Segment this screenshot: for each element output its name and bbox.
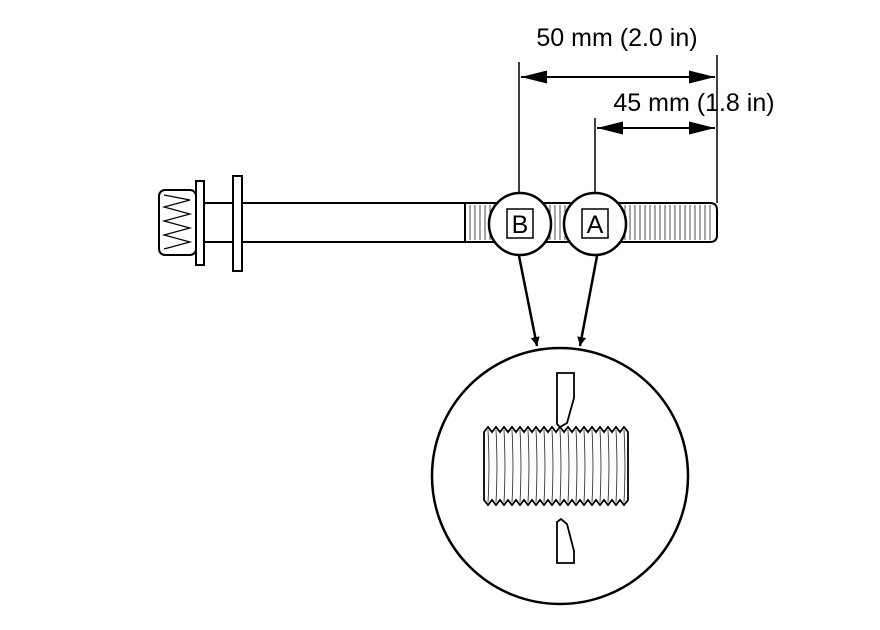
leader-arrow-b [517, 255, 540, 347]
dimension-inner: 45 mm (1.8 in) [594, 89, 775, 200]
magnified-thread-line [495, 429, 498, 503]
magnified-thread-line [559, 429, 562, 503]
magnified-thread-line [527, 429, 530, 503]
magnified-thread-line [591, 429, 594, 503]
point-b-box [506, 208, 534, 239]
washer [232, 175, 243, 272]
magnified-thread-line [615, 429, 618, 503]
point-a-label: A [587, 211, 604, 239]
dimension-outer-label: 50 mm (2.0 in) [536, 24, 697, 52]
bolt-shank [242, 202, 465, 243]
magnified-thread-rod [483, 425, 629, 507]
bolt-head-serrations [161, 194, 193, 250]
magnified-thread-line [607, 429, 610, 503]
gauge-upper [556, 372, 575, 429]
bolt [158, 175, 718, 272]
point-b-marker: B [487, 191, 553, 257]
gauge-lower [556, 517, 575, 564]
magnified-thread-line [535, 429, 538, 503]
magnified-thread-line [519, 429, 522, 503]
magnified-thread-line [623, 429, 626, 503]
magnified-thread-line [575, 429, 578, 503]
bolt-shank-start [203, 202, 234, 243]
leader-arrow-a [577, 255, 599, 347]
magnified-thread-line [583, 429, 586, 503]
dimension-inner-label: 45 mm (1.8 in) [613, 89, 774, 117]
magnified-thread-line [599, 429, 602, 503]
bolt-flange [195, 180, 205, 266]
magnified-thread-lines [487, 429, 626, 503]
magnified-thread-line [503, 429, 506, 503]
point-b-label: B [512, 211, 529, 239]
magnified-thread-line [511, 429, 514, 503]
magnified-thread-line [487, 429, 490, 503]
magnified-thread-line [551, 429, 554, 503]
magnified-detail [430, 346, 690, 606]
magnified-thread-line [567, 429, 570, 503]
point-a-marker: A [562, 191, 628, 257]
dimension-outer: 50 mm (2.0 in) [518, 24, 718, 208]
point-a-box [581, 208, 609, 239]
magnified-thread-line [543, 429, 546, 503]
